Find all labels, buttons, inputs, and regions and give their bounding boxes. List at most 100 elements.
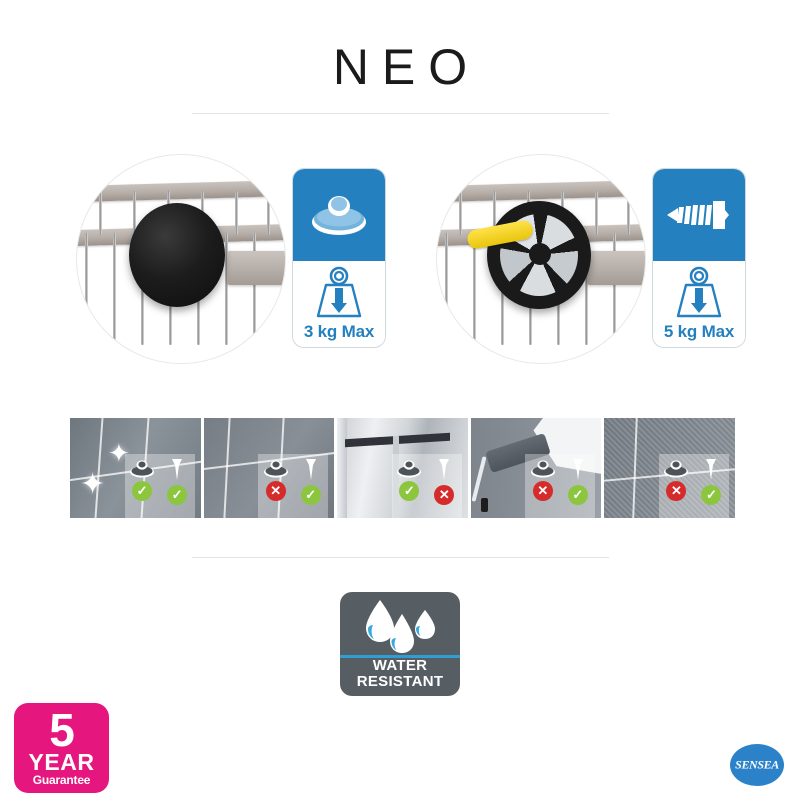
glass-edge [337, 418, 348, 518]
surface-compatibility-strip: ✦ ✦ ✓ ✓ [70, 418, 735, 518]
screw-icon [572, 459, 583, 480]
suction-cup-icon [664, 460, 689, 478]
wire-prong [235, 191, 238, 235]
divider-bottom [192, 557, 609, 558]
surface-panel-painted-wall: ✕ ✓ [470, 418, 602, 518]
verdict-screw: ✓ [162, 458, 192, 505]
shelf-cuff [587, 251, 645, 285]
verdict-overlay: ✕ ✓ [658, 454, 729, 518]
status-badge-screw: ✕ [434, 485, 455, 505]
capacity-label: 3 kg Max [303, 322, 375, 341]
screw-icon [172, 459, 183, 480]
shelf-rail [437, 179, 645, 203]
shower-frame-post [393, 436, 400, 518]
guarantee-unit: YEAR [28, 749, 95, 775]
wire-prong [85, 233, 88, 345]
paint-roller-grip [480, 498, 488, 512]
status-badge-suction: ✕ [265, 481, 286, 501]
wire-prong [133, 191, 136, 235]
verdict-screw: ✕ [429, 458, 459, 505]
status-badge-screw: ✓ [300, 485, 321, 505]
suction-cup-icon [530, 460, 555, 478]
verdict-overlay: ✓ ✓ [124, 454, 195, 518]
suction-cup-icon [397, 460, 422, 478]
water-drops-icon [366, 600, 435, 653]
feature-screw-mount: 5 kg Max [420, 150, 750, 370]
verdict-screw: ✓ [563, 458, 593, 505]
wire-prong [113, 233, 116, 345]
wire-prong [253, 233, 256, 345]
weight-load-icon [676, 266, 722, 318]
wire-prong [267, 191, 270, 235]
water-resistant-badge: WATER RESISTANT [340, 592, 460, 696]
wire-prong [473, 233, 476, 345]
suction-cup-icon [312, 196, 366, 235]
verdict-suction: ✕ [528, 458, 558, 501]
sparkle-icon: ✦ [80, 468, 106, 501]
wire-prong [613, 233, 616, 345]
guarantee-subtitle: Guarantee [32, 773, 91, 787]
logo-oval-shape [730, 744, 784, 786]
logo-wordmark: SENSEA [735, 757, 779, 772]
status-badge-suction: ✓ [399, 481, 420, 501]
verdict-overlay: ✕ ✓ [258, 454, 329, 518]
screw-icon [305, 459, 316, 480]
guarantee-badge: 5 YEAR Guarantee [14, 703, 109, 793]
status-badge-suction: ✕ [532, 481, 553, 501]
status-badge-suction: ✕ [666, 481, 687, 501]
wire-prong [99, 191, 102, 235]
wire-prong [445, 233, 448, 345]
wire-prong [627, 191, 630, 235]
wire-prong [225, 233, 228, 345]
wheel-hub [529, 243, 551, 265]
water-resistant-label: WATER RESISTANT [340, 658, 460, 690]
divider-top [192, 113, 609, 114]
badge-weight-panel: 3 kg Max [293, 261, 385, 347]
verdict-overlay: ✓ ✕ [391, 454, 462, 518]
screw-icon [439, 459, 450, 480]
surface-panel-glass-shower: ✓ ✕ [337, 418, 468, 518]
wire-prong [585, 233, 588, 345]
verdict-overlay: ✕ ✓ [525, 454, 596, 518]
screw-icon [667, 201, 729, 229]
surface-panel-textured-tile: ✕ ✓ [604, 418, 735, 518]
product-photo-screw [436, 154, 646, 364]
verdict-suction: ✓ [127, 458, 157, 501]
capacity-badge-screw: 5 kg Max [652, 168, 746, 348]
verdict-suction: ✕ [661, 458, 691, 501]
suction-cup-icon [130, 460, 155, 478]
sensea-logo: SENSEA [730, 744, 784, 786]
product-photo-suction [76, 154, 286, 364]
water-label-line2: RESISTANT [356, 673, 444, 690]
suction-cup-disc [129, 203, 225, 307]
status-badge-screw: ✓ [567, 485, 588, 505]
badge-weight-panel: 5 kg Max [653, 261, 745, 347]
surface-panel-glossy-tile: ✦ ✦ ✓ ✓ [70, 418, 201, 518]
shelf-rail [77, 179, 285, 203]
status-badge-screw: ✓ [167, 485, 188, 505]
status-badge-screw: ✓ [701, 485, 722, 505]
verdict-screw: ✓ [696, 458, 726, 505]
badge-icon-panel [293, 169, 385, 261]
feature-suction-mount: 3 kg Max [60, 150, 390, 370]
capacity-label: 5 kg Max [663, 322, 735, 341]
verdict-suction: ✓ [394, 458, 424, 501]
surface-panel-matte-tile: ✕ ✓ [203, 418, 335, 518]
wire-prong [493, 191, 496, 235]
weight-load-icon [316, 266, 362, 318]
suction-cup-icon [263, 460, 288, 478]
wire-prong [459, 191, 462, 235]
verdict-suction: ✕ [261, 458, 291, 501]
sparkle-icon: ✦ [108, 438, 130, 468]
guarantee-number: 5 [49, 704, 75, 756]
wheel-bracket [487, 201, 591, 309]
screw-icon [706, 459, 717, 480]
verdict-screw: ✓ [296, 458, 326, 505]
page-title: NEO [332, 39, 481, 95]
water-label-line1: WATER [372, 657, 428, 674]
badge-icon-panel [653, 169, 745, 261]
capacity-badge-suction: 3 kg Max [292, 168, 386, 348]
shelf-cuff [227, 251, 285, 285]
status-badge-suction: ✓ [132, 481, 153, 501]
